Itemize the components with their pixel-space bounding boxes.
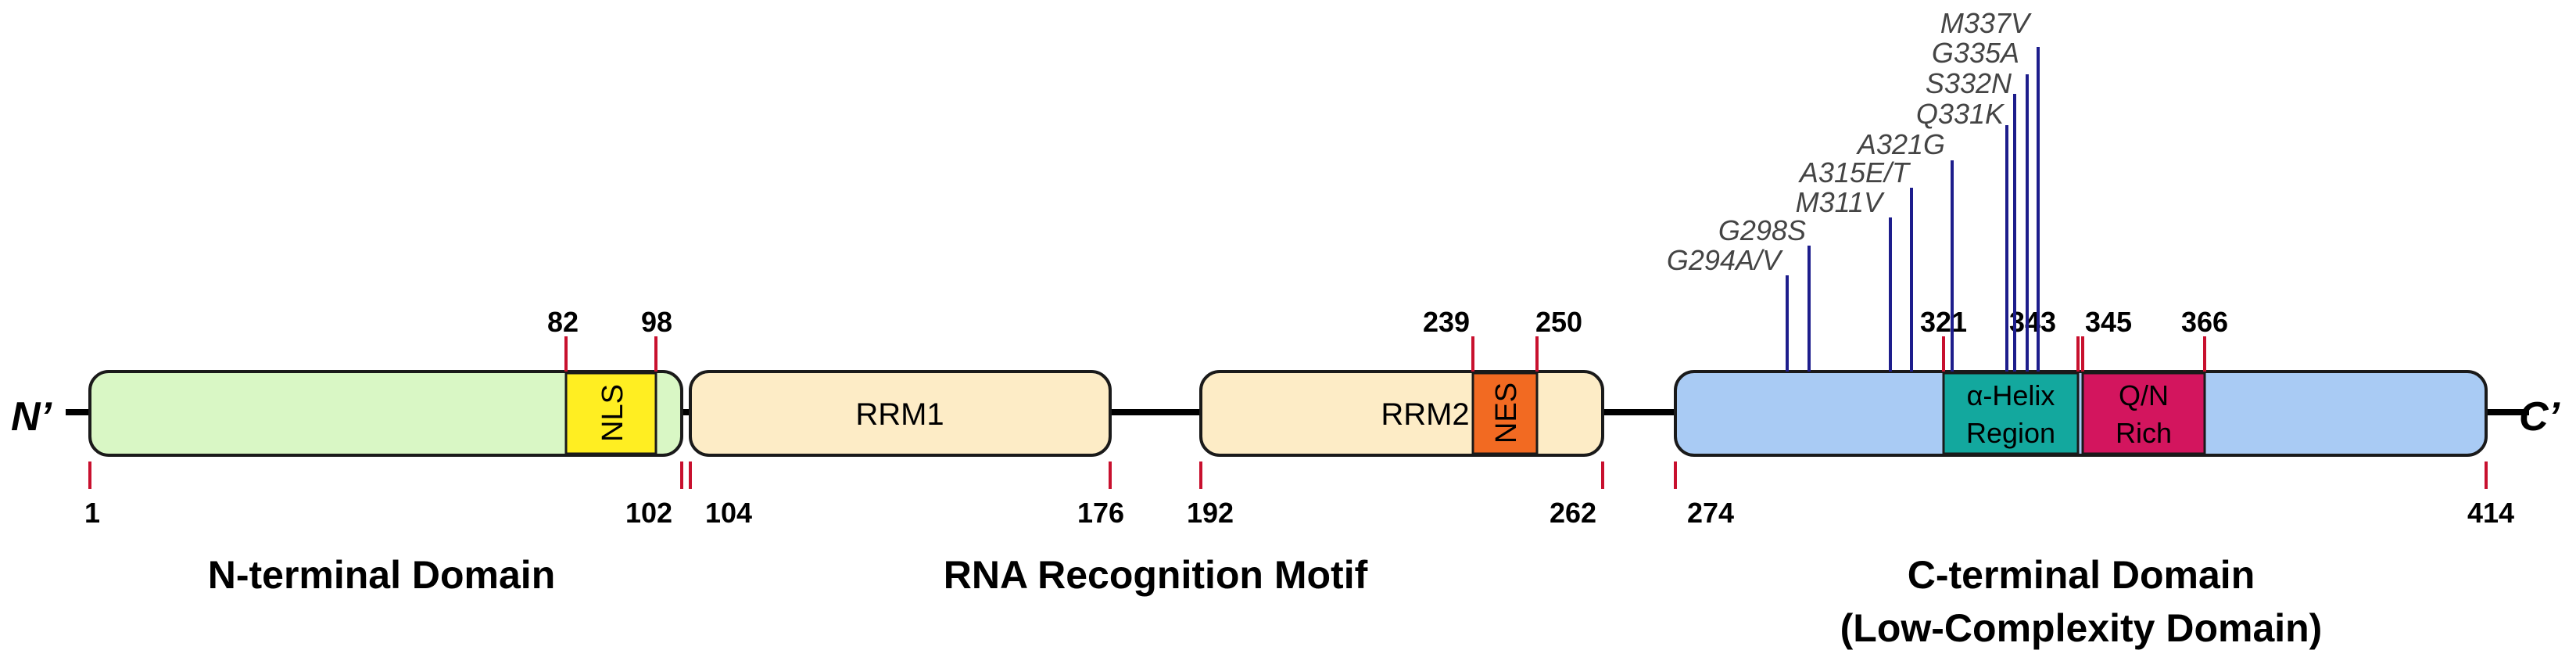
- c-terminus-label: C’: [2519, 394, 2561, 440]
- rrm-region-label: RNA Recognition Motif: [944, 553, 1368, 597]
- helix-label-line2: Region: [1966, 417, 2055, 449]
- top-position-label: 343: [2009, 306, 2056, 338]
- top-position-label: 345: [2085, 306, 2132, 338]
- bottom-position-label: 192: [1187, 497, 1234, 529]
- mutation-label: G298S: [1718, 214, 1806, 246]
- alpha-helix-region: [1942, 372, 2080, 455]
- top-position-label: 98: [641, 306, 672, 338]
- nls-label: NLS: [597, 384, 629, 442]
- bottom-position-label: 102: [625, 497, 672, 529]
- bottom-position-label: 274: [1687, 497, 1734, 529]
- qn-label-line1: Q/N: [2119, 379, 2169, 411]
- n-terminus-label: N’: [11, 394, 53, 440]
- ntd-region-label: N-terminal Domain: [208, 553, 556, 597]
- nes-segment: [1471, 372, 1539, 455]
- top-position-label: 250: [1535, 306, 1582, 338]
- rrm2-label: RRM2: [1381, 397, 1469, 432]
- mutation-label: S332N: [1926, 67, 2012, 99]
- mutation-label: G335A: [1932, 37, 2019, 69]
- ctd-region-label-line1: C-terminal Domain: [1908, 553, 2255, 597]
- c-terminal-domain-box: [1674, 370, 2488, 457]
- bottom-position-label: 1: [84, 497, 100, 529]
- mutation-label: A321G: [1856, 128, 1945, 160]
- rrm1-box: [689, 370, 1112, 457]
- top-position-label: 366: [2181, 306, 2228, 338]
- nls-segment: [564, 372, 657, 455]
- n-terminal-domain-box: [88, 370, 683, 457]
- bottom-position-ticks: 1 102 104 176 192 262 274 414: [84, 461, 2514, 529]
- rrm1-label: RRM1: [855, 397, 944, 432]
- top-position-label: 321: [1920, 306, 1967, 338]
- bottom-position-label: 176: [1077, 497, 1124, 529]
- mutation-label: Q331K: [1916, 98, 2005, 130]
- helix-label-line1: α-Helix: [1967, 379, 2055, 411]
- mutation-label: M337V: [1940, 7, 2032, 39]
- mutation-markers: G294A/VG298SM311VA315E/TA321GQ331KS332NG…: [1667, 7, 2040, 372]
- ctd-region-label-line2: (Low-Complexity Domain): [1840, 606, 2323, 650]
- mutation-label: M311V: [1796, 186, 1885, 218]
- bottom-position-label: 414: [2467, 497, 2514, 529]
- top-position-label: 82: [547, 306, 579, 338]
- qn-label-line2: Rich: [2116, 417, 2172, 449]
- bottom-position-label: 262: [1550, 497, 1596, 529]
- mutation-label: G294A/V: [1667, 244, 1783, 276]
- bottom-position-label: 104: [705, 497, 752, 529]
- top-position-ticks: 82 98 239 250 321 343 345 366: [547, 306, 2228, 372]
- nes-label: NES: [1490, 382, 1523, 444]
- qn-rich-region: [2081, 372, 2206, 455]
- top-position-label: 239: [1423, 306, 1470, 338]
- mutation-label: A315E/T: [1798, 156, 1911, 189]
